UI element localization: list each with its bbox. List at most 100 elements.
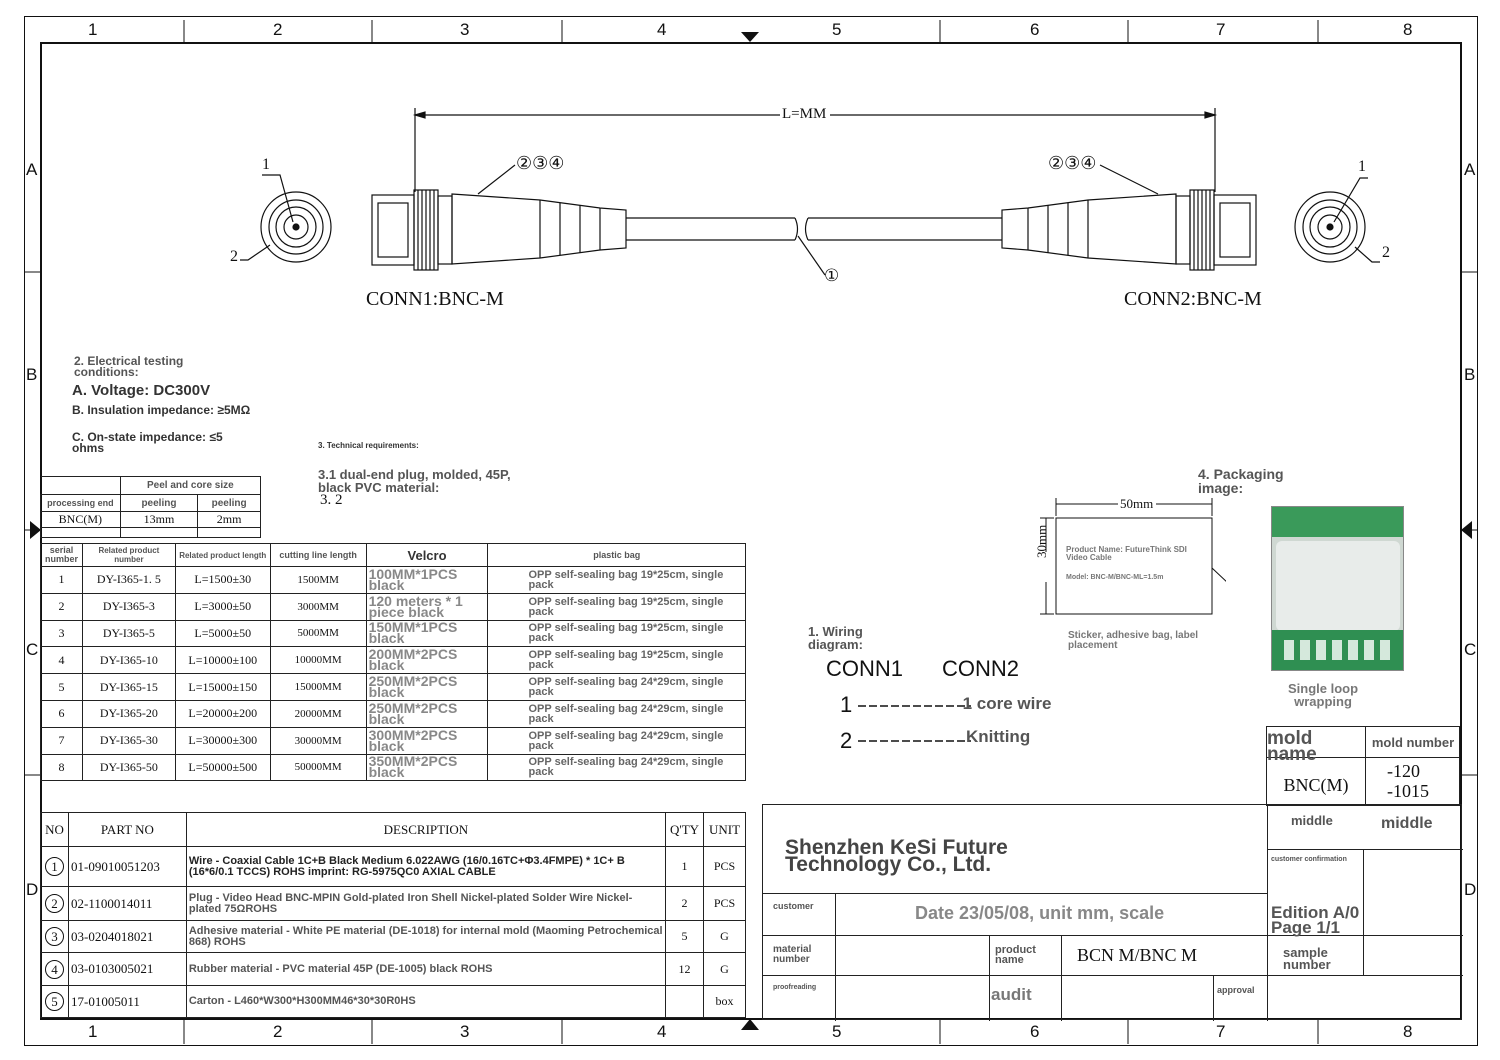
bom-unit-cell: PCS xyxy=(703,846,746,887)
serial-cell: 3 xyxy=(40,619,83,648)
bom-desc-cell: Carton - L460*W300*H300MM46*30*30R0HS xyxy=(185,985,667,1018)
bom-item-number: 5 xyxy=(44,992,64,1011)
product-number-cell: DY-I365-15 xyxy=(81,673,176,701)
bag-cell: OPP self-sealing bag 24*29cm, single pac… xyxy=(487,699,746,728)
zone-row-right-C: C xyxy=(1464,640,1477,659)
length-cell: L=3000±50 xyxy=(174,592,271,621)
wiring-pin-2: 2 xyxy=(840,728,853,753)
wiring-conn1: CONN1 xyxy=(826,656,904,681)
velcro-cell: 120 meters * 1 piece black xyxy=(365,592,489,621)
mold-number-label: mold number xyxy=(1371,735,1455,750)
zone-col-bottom-3: 3 xyxy=(460,1022,470,1041)
audit-label: audit xyxy=(991,985,1032,1004)
electrical-title: 2. Electrical testing conditions: xyxy=(74,354,184,379)
bag-cell: OPP self-sealing bag 19*25cm, single pac… xyxy=(487,592,746,621)
bom-item-number: 2 xyxy=(44,894,64,913)
zone-col-bottom-6: 6 xyxy=(1030,1022,1040,1041)
bom-unit-cell: PCS xyxy=(703,886,746,921)
peel-value-end: BNC(M) xyxy=(40,511,121,528)
wiring-title: 1. Wiring diagram: xyxy=(808,624,863,652)
serial-cell: 8 xyxy=(40,753,83,782)
bag-cell: OPP self-sealing bag 24*29cm, single pac… xyxy=(487,753,746,782)
cutting-cell: 30000MM xyxy=(269,726,367,755)
zone-col-top-1: 1 xyxy=(88,20,98,39)
proofreading-label: proofreading xyxy=(773,984,817,991)
sticker-height: 30mm xyxy=(1034,524,1049,558)
sticker-outline xyxy=(1040,498,1226,615)
bom-qty-cell: 1 xyxy=(665,846,704,887)
zone-col-top-6: 6 xyxy=(1030,20,1040,39)
length-cell: L=30000±300 xyxy=(174,726,271,755)
edition-info: Edition A/0 Page 1/1 xyxy=(1271,903,1360,937)
cutting-cell: 3000MM xyxy=(269,592,367,621)
mold-box: mold name mold number BNC(M) -120 -1015 xyxy=(1266,726,1460,806)
bom-item-number: 3 xyxy=(44,927,64,946)
zone-col-bottom-4: 4 xyxy=(657,1022,667,1041)
bom-unit-cell: G xyxy=(703,920,746,953)
sticker-product-name: Product Name: FutureThink SDI Video Cabl… xyxy=(1066,545,1187,562)
product-number-cell: DY-I365-10 xyxy=(81,646,176,675)
zone-col-top-8: 8 xyxy=(1403,20,1413,39)
material-number-label: material number xyxy=(773,944,812,965)
bom-part-cell: 01-09010051203 xyxy=(67,846,187,887)
product-header-bag: plastic bag xyxy=(487,543,746,567)
bag-cell: OPP self-sealing bag 24*29cm, single pac… xyxy=(487,673,746,701)
serial-cell: 7 xyxy=(40,726,83,755)
product-table: serial number Related product number Rel… xyxy=(40,543,746,782)
cutting-cell: 15000MM xyxy=(269,673,367,701)
wiring-lines xyxy=(858,705,971,742)
zone-col-bottom-8: 8 xyxy=(1403,1022,1413,1041)
peel-header-peeling-2: peeling xyxy=(197,494,261,512)
wiring-conn2: CONN2 xyxy=(942,656,1020,681)
sticker-model: Model: BNC-M/BNC-ML=1.5m xyxy=(1066,574,1164,581)
bom-header-part: PART NO xyxy=(67,812,187,847)
sample-number-label: sample number xyxy=(1283,945,1331,972)
technical-item1: 3.1 dual-end plug, molded, 45P, black PV… xyxy=(318,467,511,495)
bom-item-number: 1 xyxy=(44,857,64,876)
velcro-cell: 200MM*2PCS black xyxy=(365,646,489,675)
velcro-cell: 250MM*2PCS black xyxy=(365,699,489,728)
zone-row-right-D: D xyxy=(1464,880,1477,899)
product-header-serial: serial number xyxy=(40,543,83,567)
zone-row-left-D: D xyxy=(26,880,39,899)
product-header-number: Related product number xyxy=(81,543,176,567)
packaging-title: 4. Packaging image: xyxy=(1198,466,1284,496)
electrical-insulation: B. Insulation impedance: ≥5MΩ xyxy=(72,403,251,417)
packaging-caption: Single loop wrapping xyxy=(1287,681,1359,709)
peel-value-1: 13mm xyxy=(119,511,199,528)
customer-label: customer xyxy=(773,901,814,911)
electrical-onstate: C. On-state impedance: ≤5 ohms xyxy=(72,430,223,455)
bom-no-cell: 1 xyxy=(40,846,69,887)
bom-header-unit: UNIT xyxy=(703,812,746,847)
bom-desc-cell: Wire - Coaxial Cable 1C+B Black Medium 6… xyxy=(185,846,667,887)
zone-row-right-B: B xyxy=(1464,365,1476,384)
middle-label: middle xyxy=(1291,813,1333,828)
cutting-cell: 1500MM xyxy=(269,566,367,594)
conn2-label: CONN2:BNC-M xyxy=(1124,288,1262,310)
product-header-cutting: cutting line length xyxy=(269,543,367,567)
zone-col-top-3: 3 xyxy=(460,20,470,39)
approval-label: approval xyxy=(1217,985,1255,995)
product-number-cell: DY-I365-3 xyxy=(81,592,176,621)
product-number-cell: DY-I365-50 xyxy=(81,753,176,782)
zone-row-left-A: A xyxy=(26,160,38,179)
bom-no-cell: 2 xyxy=(40,886,69,921)
packaging-photo xyxy=(1271,506,1404,671)
wiring-pin-1: 1 xyxy=(840,692,853,717)
conn1-label: CONN1:BNC-M xyxy=(366,288,504,310)
bom-qty-cell: 5 xyxy=(665,920,704,953)
bom-unit-cell: box xyxy=(703,985,746,1018)
zone-col-bottom-1: 1 xyxy=(88,1022,98,1041)
bom-header-no: NO xyxy=(40,812,69,847)
